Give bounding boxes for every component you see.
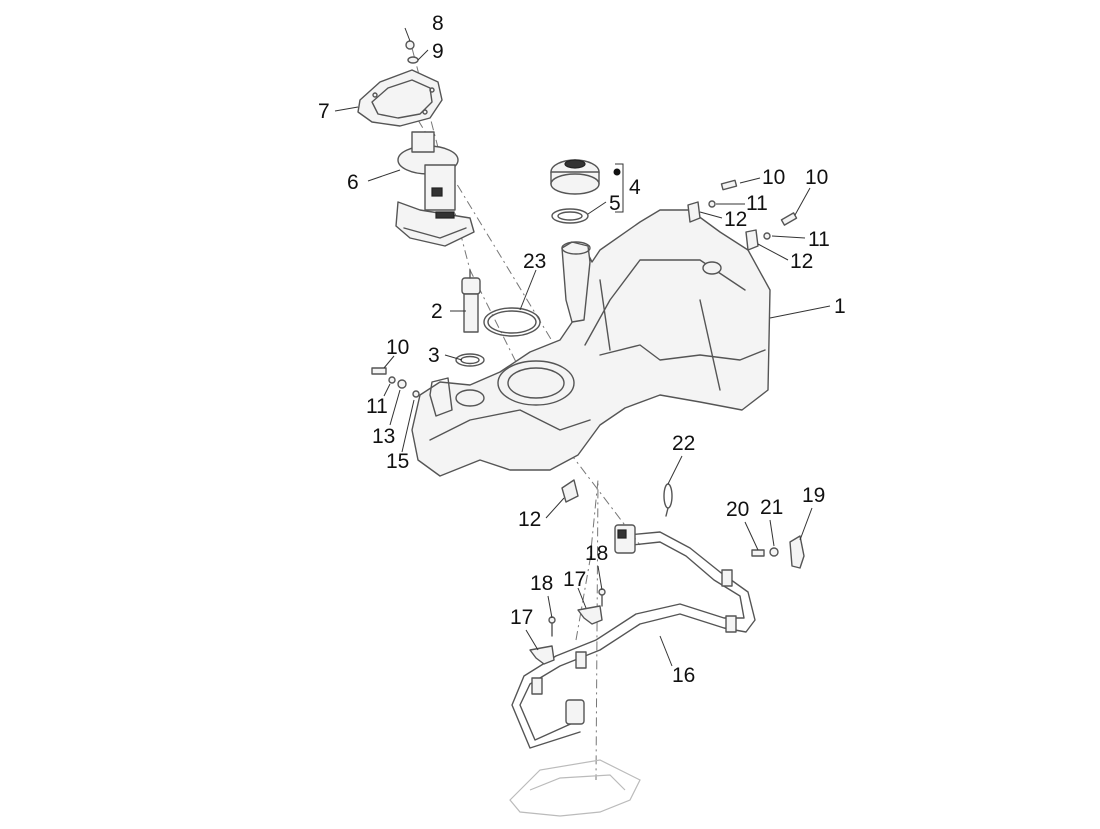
frame-reference-outline xyxy=(509,759,641,817)
washer-part-21 xyxy=(769,547,779,557)
callout-10-right: 10 xyxy=(805,166,828,189)
callout-21: 21 xyxy=(760,496,783,519)
callout-2: 2 xyxy=(431,300,443,323)
callout-5: 5 xyxy=(609,192,621,215)
callout-15: 15 xyxy=(386,450,409,473)
callout-18-right: 18 xyxy=(585,542,608,565)
callout-7: 7 xyxy=(318,100,330,123)
washer-part-13 xyxy=(397,379,407,389)
callout-12-lower: 12 xyxy=(518,508,541,531)
callout-20: 20 xyxy=(726,498,749,521)
callout-10-left: 10 xyxy=(386,336,409,359)
bolt-part-20 xyxy=(751,549,765,557)
grommet-part-15 xyxy=(412,390,420,398)
callout-19: 19 xyxy=(802,484,825,507)
callout-12-right: 12 xyxy=(790,250,813,273)
leader-lines xyxy=(334,27,831,667)
bolt-part-10-left xyxy=(371,367,387,375)
callout-6: 6 xyxy=(347,171,359,194)
bolt-part-10-right xyxy=(720,179,798,226)
fuel-pump-part-6 xyxy=(395,131,475,247)
callout-3: 3 xyxy=(428,344,440,367)
callout-16: 16 xyxy=(672,664,695,687)
cap-group-bracket xyxy=(615,163,624,213)
clip-part-12-lower xyxy=(561,479,579,503)
cable-tie-part-22 xyxy=(663,483,673,517)
fuel-hose-part-16 xyxy=(511,524,756,749)
clamp-part-17 xyxy=(529,605,603,665)
washer-part-11-right xyxy=(708,200,771,240)
washer-part-11-left xyxy=(388,376,396,384)
seal-part-5 xyxy=(551,208,589,224)
callout-1: 1 xyxy=(834,295,846,318)
callout-11-right: 11 xyxy=(808,228,830,251)
bracket-part-19 xyxy=(789,535,805,569)
callout-23: 23 xyxy=(523,250,546,273)
washer-part-9 xyxy=(407,56,419,64)
callout-17-right: 17 xyxy=(563,568,586,591)
clip-part-12-right xyxy=(687,201,759,251)
callout-22: 22 xyxy=(672,432,695,455)
fuel-tank-part-1 xyxy=(411,209,771,477)
gasket-part-23 xyxy=(483,307,541,337)
filler-cap-part-4 xyxy=(550,159,600,195)
gasket-ring-part-7 xyxy=(357,69,443,127)
screw-part-18 xyxy=(548,588,606,637)
callout-8: 8 xyxy=(432,12,444,35)
callout-4: 4 xyxy=(629,176,641,199)
callout-9: 9 xyxy=(432,40,444,63)
o-ring-part-3 xyxy=(455,353,485,367)
screw-part-8 xyxy=(405,40,415,50)
callout-11-left: 11 xyxy=(366,395,388,418)
assembly-axis-line-3 xyxy=(575,479,599,781)
cap-group-dot xyxy=(613,168,621,176)
callout-12-top: 12 xyxy=(724,208,747,231)
callout-10-top: 10 xyxy=(762,166,785,189)
callout-11-top: 11 xyxy=(746,192,768,215)
callout-17-left: 17 xyxy=(510,606,533,629)
level-sender-part-2 xyxy=(461,269,481,333)
callout-13: 13 xyxy=(372,425,395,448)
callout-18-left: 18 xyxy=(530,572,553,595)
